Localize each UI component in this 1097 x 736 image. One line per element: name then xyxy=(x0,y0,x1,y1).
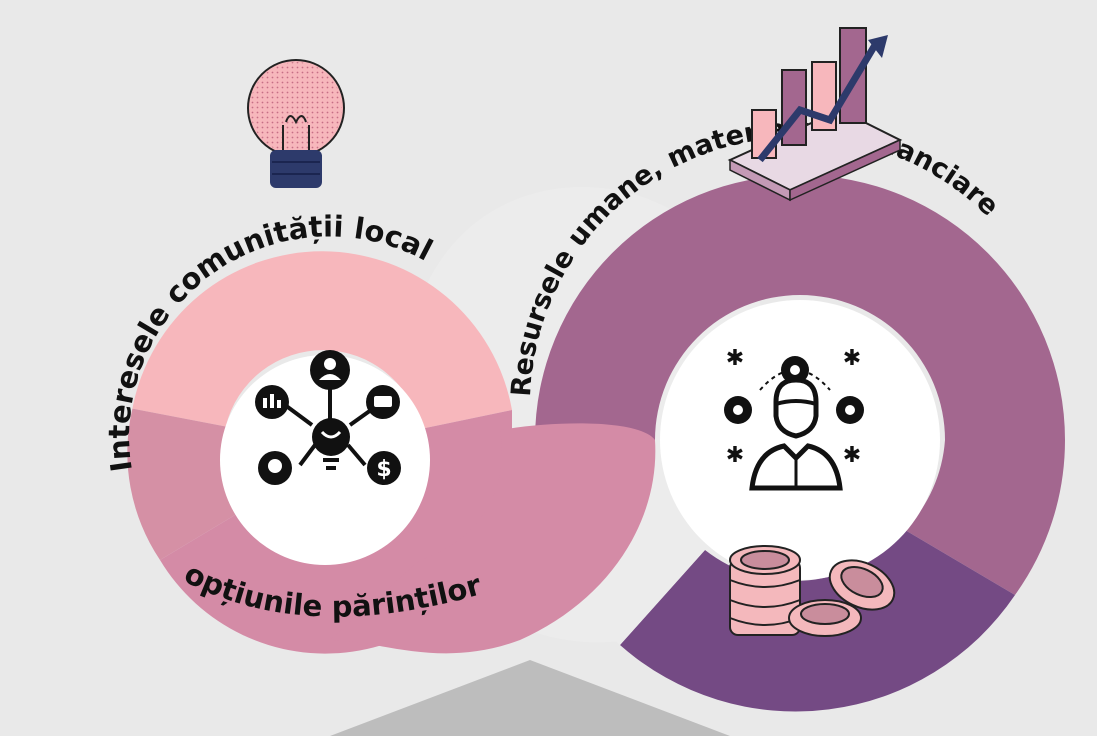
growth-chart-icon xyxy=(727,27,903,202)
svg-text:✱: ✱ xyxy=(726,345,744,370)
light-bulb-icon xyxy=(247,59,345,188)
right-ring-hole xyxy=(660,300,940,580)
left-band-extension xyxy=(330,423,656,654)
svg-text:$: $ xyxy=(376,457,391,482)
right-ring-right-segment xyxy=(905,440,1065,595)
right-ring-top-segment xyxy=(535,175,1065,440)
svg-text:✱: ✱ xyxy=(726,442,744,467)
left-ring-side-segment xyxy=(127,408,240,560)
person-gears-icon: ✱ ✱ ✱ ✱ xyxy=(724,345,864,491)
svg-text:✱: ✱ xyxy=(843,442,861,467)
coins-icon xyxy=(729,545,896,637)
idea-network-icon: $ xyxy=(255,350,401,485)
left-ring-top-segment xyxy=(132,251,512,429)
svg-text:✱: ✱ xyxy=(843,345,861,370)
bottom-arrow-shape xyxy=(330,660,730,736)
